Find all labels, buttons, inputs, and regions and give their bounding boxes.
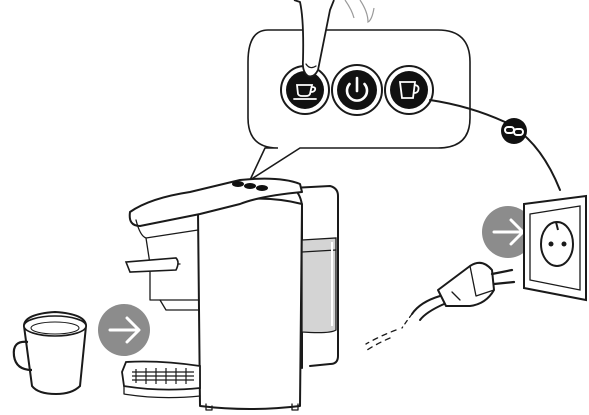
link-badge xyxy=(501,118,527,144)
wall-socket xyxy=(523,194,587,302)
link-icon xyxy=(504,126,524,136)
right-arrow-icon xyxy=(108,316,141,344)
power-plug xyxy=(363,261,516,353)
drip-grid xyxy=(132,368,194,384)
power-button[interactable] xyxy=(331,64,383,116)
lungo-button[interactable] xyxy=(384,65,434,115)
cup-arrow-badge xyxy=(98,304,150,356)
espresso-cup-icon xyxy=(293,84,317,100)
pressing-finger xyxy=(293,0,375,78)
power-icon xyxy=(345,76,369,102)
cup xyxy=(12,310,88,396)
lungo-cup-icon xyxy=(398,81,420,99)
coffee-machine xyxy=(121,177,339,411)
